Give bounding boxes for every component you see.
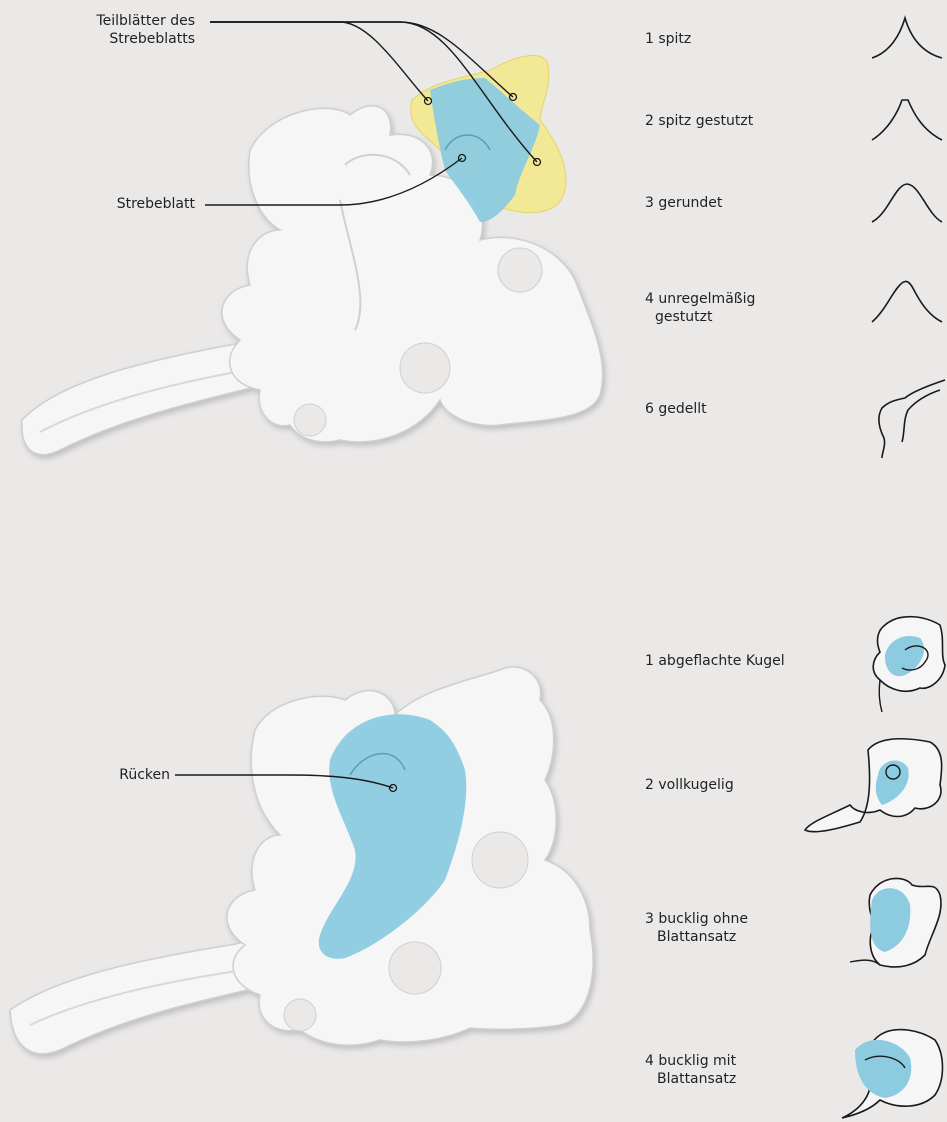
- back-shape-label-1: 1 abgeflachte Kugel: [645, 652, 785, 670]
- callout-subleaves: Teilblätter des Strebeblatts: [96, 12, 195, 48]
- tip-shape-label-3: 3 gerundet: [645, 194, 722, 212]
- back-shape-label-3-line2: Blattansatz: [645, 928, 748, 946]
- back-shape-label-2: 2 vollkugelig: [645, 776, 734, 794]
- irregular-curve-icon: [872, 281, 942, 322]
- pointed-curve-icon: [872, 18, 942, 58]
- full-sphere-icon: [805, 739, 942, 832]
- tip-shape-label-1: 1 spitz: [645, 30, 691, 48]
- back-shape-label-4-line2: Blattansatz: [645, 1070, 736, 1088]
- tip-shape-label-4-line2: gestutzt: [645, 308, 755, 326]
- pointed-truncated-curve-icon: [872, 100, 942, 140]
- humped-no-leaf-icon: [850, 878, 941, 967]
- dented-curve-icon: [879, 380, 945, 458]
- back-shape-label-4-line1: 4 bucklig mit: [645, 1052, 736, 1070]
- back-shape-label-3-line1: 3 bucklig ohne: [645, 910, 748, 928]
- tip-shape-label-2: 2 spitz gestutzt: [645, 112, 753, 130]
- back-shape-label-3: 3 bucklig ohne Blattansatz: [645, 910, 748, 946]
- humped-with-leaf-icon: [842, 1030, 943, 1118]
- callout-subleaves-line2: Strebeblatts: [96, 30, 195, 48]
- back-shape-label-4: 4 bucklig mit Blattansatz: [645, 1052, 736, 1088]
- rounded-curve-icon: [872, 184, 942, 222]
- callout-subleaves-line1: Teilblätter des: [96, 12, 195, 30]
- bottom-ornament: [10, 667, 593, 1054]
- tip-shape-label-4-line1: 4 unregelmäßig: [645, 290, 755, 308]
- tip-shape-label-4: 4 unregelmäßig gestutzt: [645, 290, 755, 326]
- callout-strut-leaf: Strebeblatt: [117, 195, 195, 213]
- flattened-sphere-icon: [873, 617, 945, 712]
- tip-shape-label-6: 6 gedellt: [645, 400, 707, 418]
- callout-back: Rücken: [119, 766, 170, 784]
